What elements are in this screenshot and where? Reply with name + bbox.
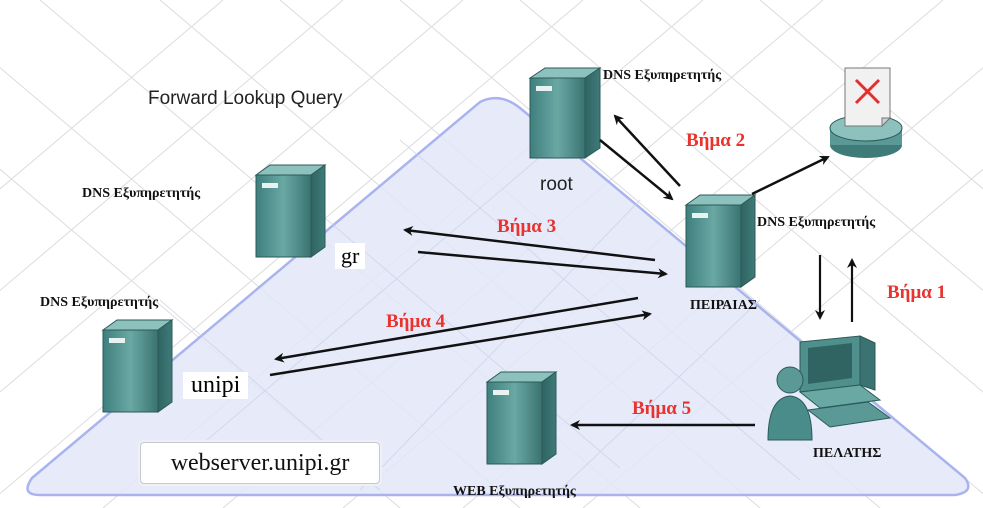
root-server-name: root [540, 174, 573, 195]
root-server-icon [528, 67, 602, 159]
piraeus-server-name: ΠΕΙΡΑΙΑΣ [690, 298, 757, 313]
zone-grid [159, 139, 801, 491]
query-arrows [269, 114, 830, 430]
step3-label: Βήμα 3 [497, 216, 557, 237]
client-workstation-icon [767, 335, 892, 441]
step1-arrows [815, 255, 857, 322]
unipi-server-icon [101, 319, 174, 413]
step4-label: Βήμα 4 [386, 311, 446, 332]
diagram-title: Forward Lookup Query [148, 88, 343, 109]
piraeus-server-label: DNS Εξυπηρετητής [757, 215, 876, 230]
domain-name-box: webserver.unipi.gr [140, 442, 380, 484]
domain-name-text: webserver.unipi.gr [170, 450, 350, 476]
piraeus-server-icon [684, 194, 757, 288]
step2-label: Βήμα 2 [686, 130, 746, 151]
gr-server-label: DNS Εξυπηρετητής [82, 186, 201, 201]
step5-label: Βήμα 5 [632, 398, 692, 419]
web-server-icon [485, 371, 558, 465]
zone-triangle [26, 96, 970, 497]
client-label: ΠΕΛΑΤΗΣ [813, 446, 882, 461]
web-server-label: WEB Εξυπηρετητής [453, 484, 576, 499]
unipi-server-label: DNS Εξυπηρετητής [40, 295, 159, 310]
gr-server-name: gr [335, 243, 366, 269]
unipi-server-name: unipi [183, 372, 249, 399]
root-server-label: DNS Εξυπηρετητής [603, 68, 722, 83]
error-document-icon [844, 67, 892, 128]
step1-label: Βήμα 1 [887, 282, 947, 303]
gr-server-icon [254, 164, 327, 258]
